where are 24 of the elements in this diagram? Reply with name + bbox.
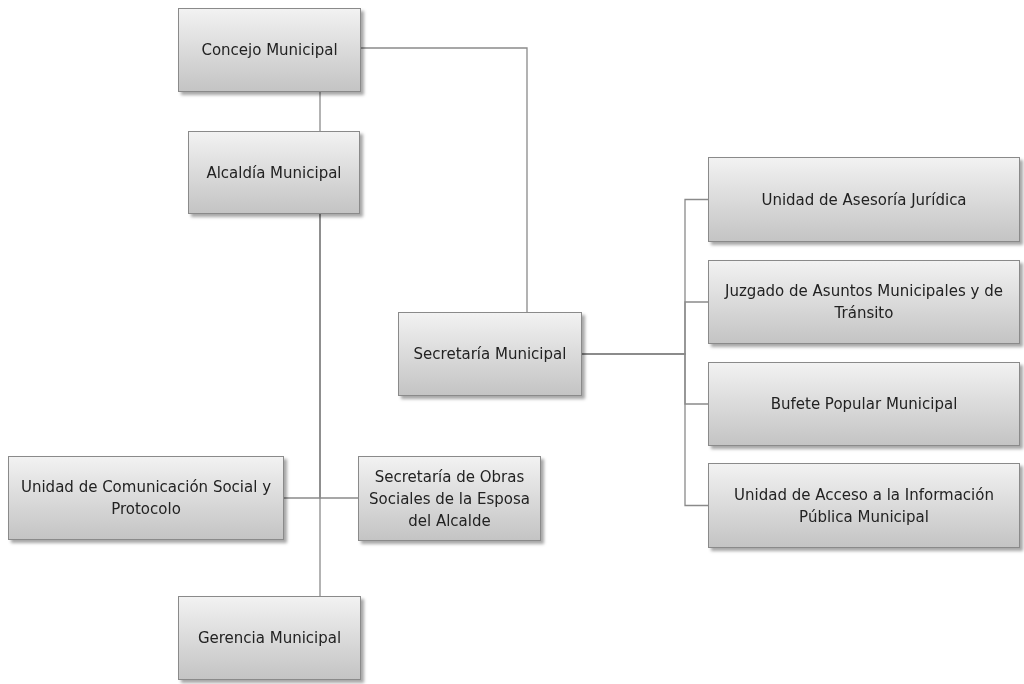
org-box [708,157,1020,242]
org-box [358,456,541,541]
org-box [708,260,1020,344]
box-label: Juzgado de Asuntos Municipales y de Tránsito [723,281,1004,324]
box-label: Unidad de Comunicación Social y Protocolo [19,477,272,520]
org-box [708,362,1020,446]
box-label: Secretaría Municipal [413,344,567,365]
connector-line [581,353,709,507]
org-box [188,131,360,214]
box-label: Bufete Popular Municipal [770,394,958,415]
box-label: Unidad de Asesoría Jurídica [761,189,967,211]
connector-line [360,47,528,313]
connector-line [319,213,321,597]
box-label: Gerencia Municipal [197,628,342,649]
org-box [178,8,361,92]
box-label: Concejo Municipal [201,40,338,61]
org-box [178,596,361,680]
org-box [708,463,1020,548]
connector-line [319,91,321,132]
org-box [8,456,284,540]
box-label: Alcaldía Municipal [206,162,342,184]
box-label: Secretaría de Obras Sociales de la Esposa del Alcalde [368,466,531,532]
org-box [398,312,582,396]
box-label: Unidad de Acceso a la Información Pública Municipal [733,484,995,528]
